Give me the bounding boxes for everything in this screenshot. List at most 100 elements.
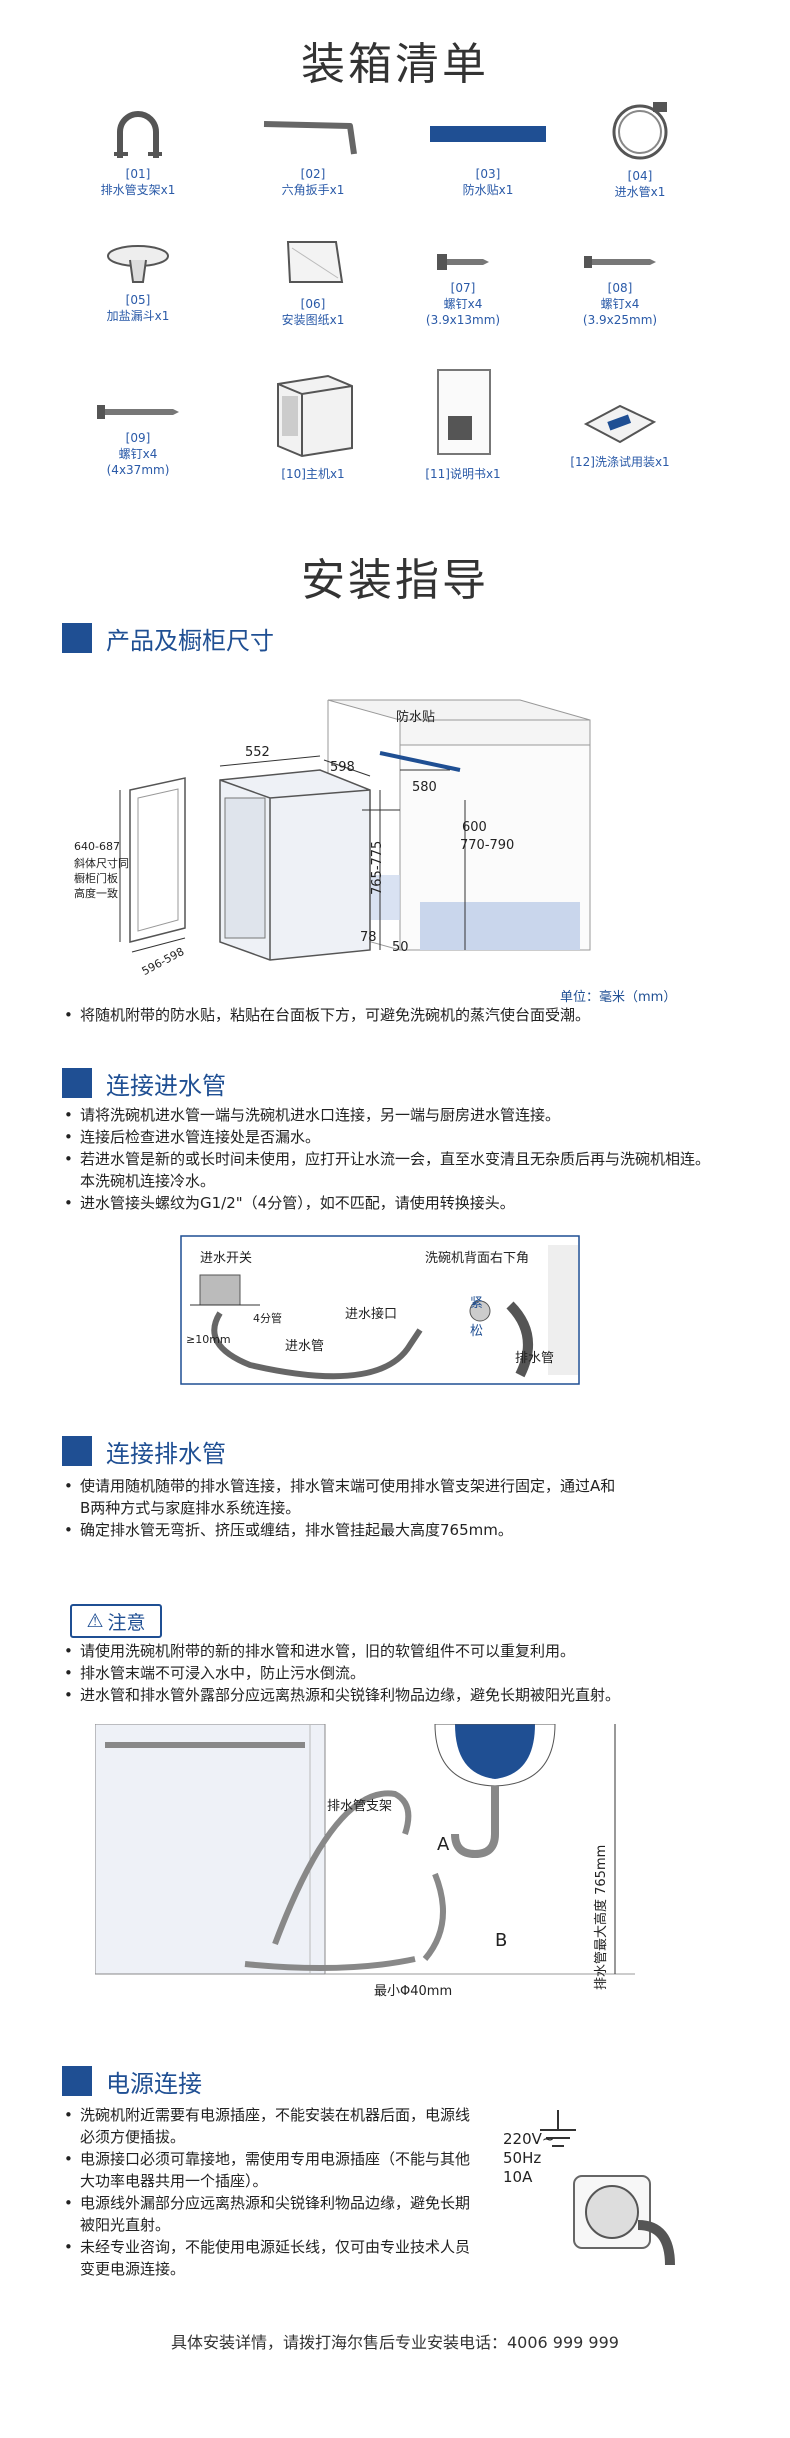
pack-item-spec: (4x37mm) — [106, 463, 170, 477]
inlet-label: 进水接口 — [345, 1307, 398, 1322]
section-marker — [62, 1068, 92, 1098]
pack-item-05: [05] 加盐漏斗x1 — [58, 242, 218, 324]
bullet: 进水管接头螺纹为G1/2"（4分管），如不匹配，请使用转换接头。 — [62, 1192, 712, 1214]
pack-item-code: [10]主机x1 — [281, 467, 345, 481]
pack-item-name: 螺钉x4 — [118, 447, 158, 461]
dim-765-775: 765-775 — [370, 840, 385, 895]
frequency-label: 50Hz — [503, 2149, 542, 2167]
pack-item-01: [01] 排水管支架x1 — [58, 110, 218, 198]
s2-bullets: 请将洗碗机进水管一端与洗碗机进水口连接，另一端与厨房进水管连接。 连接后检查进水… — [62, 1104, 712, 1214]
pack-item-08: [08] 螺钉x4 (3.9x25mm) — [540, 250, 700, 328]
pack-item-03: [03] 防水贴x1 — [408, 110, 568, 198]
pack-item-spec: (3.9x13mm) — [425, 313, 501, 327]
hose-in-label: 进水管 — [285, 1339, 325, 1354]
pack-item-code: [08] — [607, 281, 633, 295]
hex-wrench-icon — [263, 121, 357, 155]
section-marker — [62, 623, 92, 653]
point-b: B — [495, 1930, 508, 1951]
pack-item-name: 加盐漏斗x1 — [106, 309, 170, 323]
door-note-3: 高度一致 — [74, 887, 118, 900]
bullet: 电源线外漏部分应远离热源和尖锐锋利物品边缘，避免长期被阳光直射。 — [62, 2192, 472, 2236]
pack-item-09: [09] 螺钉x4 (4x37mm) — [58, 400, 218, 478]
pack-item-code: [03] — [475, 167, 501, 181]
dim-600: 600 — [462, 820, 487, 835]
pack-item-code: [11]说明书x1 — [425, 467, 501, 481]
tight-label: 紧 — [470, 1296, 484, 1311]
pack-item-06: [06] 安装图纸x1 — [233, 238, 393, 328]
bullet: 电源接口必须可靠接地，需使用专用电源插座（不能与其他大功率电器共用一个插座）。 — [62, 2148, 472, 2192]
pack-item-name: 排水管支架x1 — [100, 183, 176, 197]
pack-item-07: [07] 螺钉x4 (3.9x13mm) — [383, 250, 543, 328]
bullet: 洗碗机附近需要有电源插座，不能安装在机器后面，电源线必须方便插拔。 — [62, 2104, 472, 2148]
bullet: 确定排水管无弯折、挤压或缠结，排水管挂起最大高度765mm。 — [62, 1519, 622, 1541]
bullet: 排水管末端不可浸入水中，防止污水倒流。 — [62, 1662, 662, 1684]
hose-out-label: 排水管 — [515, 1351, 555, 1366]
section-title: 产品及橱柜尺寸 — [106, 626, 274, 655]
guide-title: 安装指导 — [301, 555, 489, 606]
pack-item-code: [12]洗涤试用装x1 — [570, 455, 670, 469]
dim-770-790: 770-790 — [460, 838, 515, 853]
section-drain-hose: 连接排水管 — [62, 1436, 226, 1468]
pack-item-04: [04] 进水管x1 — [560, 100, 720, 200]
caution-box: ⚠ 注意 — [70, 1604, 162, 1638]
pack-item-10: [10]主机x1 — [233, 368, 393, 482]
waterproof-sticker-icon — [430, 126, 546, 142]
pack-item-name: 螺钉x4 — [600, 297, 640, 311]
caution-label: 注意 — [107, 1611, 146, 1634]
pack-item-name: 六角扳手x1 — [281, 183, 345, 197]
section-title: 连接进水管 — [106, 1071, 226, 1100]
pack-item-name: 安装图纸x1 — [281, 313, 345, 327]
dim-78: 78 — [360, 930, 377, 945]
detergent-sample-icon — [583, 404, 657, 444]
pack-item-code: [05] — [125, 293, 151, 307]
dishwasher-unit-icon — [277, 374, 353, 458]
pack-item-12: [12]洗涤试用装x1 — [540, 398, 700, 470]
s4-bullets: 洗碗机附近需要有电源插座，不能安装在机器后面，电源线必须方便插拔。 电源接口必须… — [62, 2104, 472, 2280]
screw-13mm-icon — [437, 254, 489, 270]
inlet-hose-icon — [612, 102, 668, 160]
four-label: 4分管 — [253, 1312, 282, 1325]
section-marker — [62, 1436, 92, 1466]
bullet: 将随机附带的防水贴，粘贴在台面板下方，可避免洗碗机的蒸汽使台面受潮。 — [62, 1004, 742, 1026]
cabinet-dimension-diagram — [119, 699, 591, 961]
power-socket-diagram — [540, 2110, 675, 2266]
unit-label: 单位：毫米（mm） — [560, 990, 677, 1005]
door-note-2: 橱柜门板 — [74, 872, 118, 885]
s3-bullets: 使请用随机随带的排水管连接，排水管末端可使用排水管支架进行固定，通过A和B两种方… — [62, 1475, 622, 1541]
door-note-1: 斜体尺寸同 — [74, 857, 129, 870]
pack-item-code: [04] — [627, 169, 653, 183]
back-label: 洗碗机背面右下角 — [425, 1251, 530, 1266]
dim-598: 598 — [330, 760, 355, 775]
bullet: 请将洗碗机进水管一端与洗碗机进水口连接，另一端与厨房进水管连接。 — [62, 1104, 712, 1126]
valve-label: 进水开关 — [200, 1251, 253, 1266]
install-drawing-icon — [286, 241, 344, 283]
pack-item-spec: (3.9x25mm) — [582, 313, 658, 327]
drain-hose-diagram — [95, 1724, 635, 1975]
loose-label: 松 — [470, 1324, 484, 1339]
pack-item-code: [02] — [300, 167, 326, 181]
pack-item-code: [07] — [450, 281, 476, 295]
min-dia-label: 最小Φ40mm — [374, 1984, 453, 1999]
dia-label: ≥10mm — [186, 1333, 231, 1346]
screw-25mm-icon — [584, 256, 656, 268]
section-marker — [62, 2066, 92, 2096]
pack-item-code: [09] — [125, 431, 151, 445]
caution-bullets: 请使用洗碗机附带的新的排水管和进水管，旧的软管组件不可以重复利用。 排水管末端不… — [62, 1640, 662, 1706]
bracket-label: 排水管支架 — [327, 1799, 393, 1814]
section-inlet-hose: 连接进水管 — [62, 1068, 226, 1100]
s1-bullets: 将随机附带的防水贴，粘贴在台面板下方，可避免洗碗机的蒸汽使台面受潮。 — [62, 1004, 742, 1026]
section-title: 电源连接 — [106, 2069, 202, 2098]
pack-item-11: [11]说明书x1 — [383, 366, 543, 482]
pack-item-code: [06] — [300, 297, 326, 311]
sticker-label: 防水贴 — [396, 710, 436, 725]
max-height-label: 排水管最大高度 765mm — [594, 1844, 609, 1990]
pack-item-name: 进水管x1 — [614, 185, 666, 199]
dim-552: 552 — [245, 745, 270, 760]
footer-hotline: 具体安装详情，请拨打海尔售后专业安装电话：4006 999 999 — [171, 2333, 619, 2352]
voltage-label: 220V~ — [503, 2130, 555, 2148]
point-a: A — [437, 1834, 450, 1855]
bullet: 进水管和排水管外露部分应远离热源和尖锐锋利物品边缘，避免长期被阳光直射。 — [62, 1684, 662, 1706]
drain-bracket-icon — [114, 111, 162, 158]
bullet: 未经专业咨询，不能使用电源延长线，仅可由专业技术人员变更电源连接。 — [62, 2236, 472, 2280]
section-power: 电源连接 — [62, 2066, 202, 2098]
